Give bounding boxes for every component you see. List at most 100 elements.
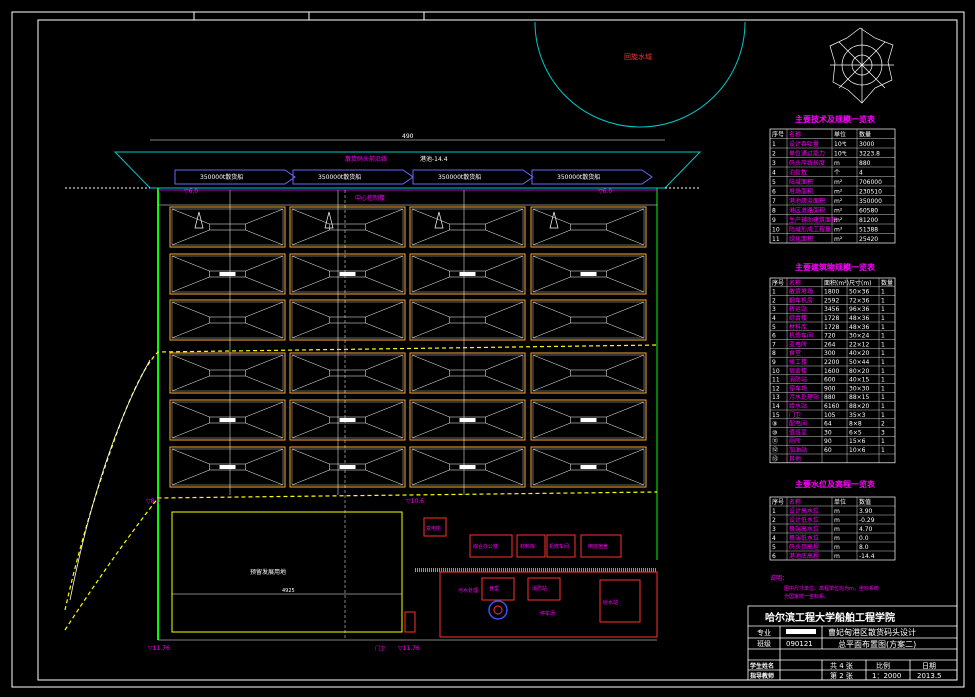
table-cell: m³ (834, 227, 843, 234)
table-cell: 陆域形成工程量 (789, 226, 831, 234)
stockpile (169, 446, 286, 488)
table-cell: 停车场 (789, 384, 807, 392)
table-cell: 1 (881, 447, 885, 454)
table-cell: ⑩ (772, 429, 777, 436)
inner-frame (37, 19, 958, 681)
table-cell: 880 (824, 394, 836, 401)
table-cell: 5 (772, 324, 776, 331)
ship-label: 350000t散货船 (318, 173, 361, 181)
table-cell: 88×15 (849, 394, 869, 401)
pile-tag (339, 465, 356, 469)
date-label: 日期 (922, 662, 936, 670)
ship-hull (531, 169, 653, 185)
project-title: 曹妃甸港区散货码头设计 (828, 627, 916, 637)
table-cell: 50×36 (849, 289, 869, 296)
table-cell: 加油站 (789, 446, 807, 454)
advisor-label: 指导教师 (750, 672, 774, 680)
ship-hull (412, 169, 534, 185)
table-cell: 其他 (789, 455, 801, 463)
student-label: 学生姓名 (750, 662, 774, 670)
stockpile (530, 206, 647, 248)
stacker-reclaimer-icon (549, 211, 559, 229)
table-cell: 1 (881, 324, 885, 331)
table-cell: ⑫ (772, 446, 778, 454)
pile-tag (219, 418, 236, 422)
office-compound (439, 571, 658, 638)
table-cell: 材料库 (789, 323, 807, 331)
elev-label-2: ▽11.76 (148, 645, 170, 652)
notes-line-1: 图中尺寸单位、高程单位均为m，坐标系统 (784, 585, 879, 592)
table-cell: 8 (772, 350, 776, 357)
building-water-label: 给水站 (603, 599, 618, 606)
table-cell: 40×20 (849, 350, 869, 357)
table-cell: 3 (772, 160, 776, 167)
table-cell: 706000 (859, 179, 882, 186)
scale-value: 1：2000 (872, 672, 901, 680)
table-cell: 单位通过能力 (789, 150, 825, 158)
table-cell: 51388 (859, 227, 878, 234)
table-cell: 宿舍楼 (789, 367, 807, 375)
stockpile (169, 253, 286, 295)
table-cell: 300 (824, 350, 836, 357)
pump-label: 污水处理 (458, 587, 478, 594)
table-cell: 0.0 (859, 535, 869, 542)
title-block (747, 605, 958, 681)
table-cell: 陆域面积 (789, 178, 813, 186)
table-cell: 4 (772, 535, 776, 542)
table-cell: 6 (772, 189, 776, 196)
berth-elev-label: 港池-14.4 (420, 155, 448, 163)
table-cell: 8×8 (849, 421, 862, 428)
dim-top-text: 490 (402, 133, 414, 140)
fountain-core (493, 605, 503, 615)
table-cell: 6 (772, 553, 776, 560)
table-cell: 2 (772, 151, 776, 158)
rail-curve (69, 359, 151, 601)
elev-label-2b: ▽11.76 (398, 645, 420, 652)
table-header-cell: 名称 (789, 498, 801, 506)
table-cell: 6 (772, 333, 776, 340)
table-cell: 1 (881, 359, 885, 366)
table-cell: 30×30 (849, 385, 869, 392)
table-cell: 96×36 (849, 306, 869, 313)
building-office (469, 534, 513, 558)
table-cell: 13 (772, 394, 780, 401)
table-cell: 1 (881, 297, 885, 304)
building-repair-label: 机修车间 (549, 543, 569, 550)
table-cell: 10×6 (849, 447, 866, 454)
table-cell: 6×5 (849, 429, 862, 436)
table-cell: 2 (881, 421, 885, 428)
storage-dim-text: 4925 (282, 588, 295, 594)
stockpile (409, 299, 526, 341)
table-cell: m² (834, 198, 843, 205)
table-frame (769, 277, 896, 464)
table-cell: 60580 (859, 208, 878, 215)
table-cell: 2 (772, 517, 776, 524)
total-sheets: 共 4 张 (830, 661, 853, 670)
building-water (599, 579, 641, 623)
gate-label: 门卫 (375, 645, 385, 652)
quay-line-label: 散货码头前沿线 (345, 155, 387, 163)
table-cell: 1 (881, 412, 885, 419)
table-cell: m² (834, 236, 843, 243)
stockpile (409, 352, 526, 394)
table-cell: 1 (881, 385, 885, 392)
stockpile (289, 299, 406, 341)
table-cell: 2200 (824, 359, 839, 366)
table-cell: 6160 (824, 403, 839, 410)
table-cell: 食堂 (789, 349, 801, 357)
table-cell: 3.90 (859, 508, 873, 515)
table-cell: 7 (772, 198, 776, 205)
table-cell: -0.29 (859, 517, 875, 524)
table-cell: 1 (881, 394, 885, 401)
table-cell: 880 (859, 160, 871, 167)
building-office-label: 综合办公楼 (473, 543, 498, 550)
major-value-box (786, 629, 816, 634)
reserved-storage-area (171, 511, 403, 633)
class-value: 090121 (786, 640, 813, 648)
building-repair (546, 534, 576, 558)
table-cell: 污水处理站 (789, 393, 819, 401)
table-cell: 港池疏浚面积 (789, 197, 825, 205)
stockpile (289, 253, 406, 295)
table-cell: 2592 (824, 297, 839, 304)
table-cell: 900 (824, 385, 836, 392)
